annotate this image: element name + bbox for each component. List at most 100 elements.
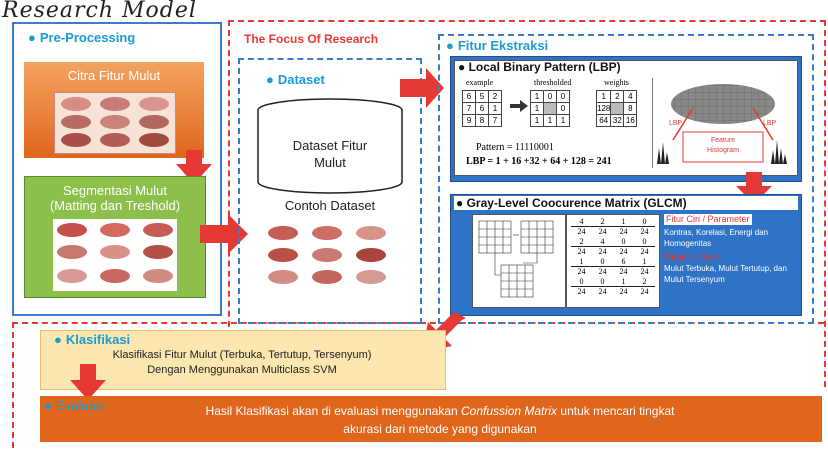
klasifikasi-title: ●Klasifikasi [54, 332, 131, 347]
database-icon [257, 98, 403, 194]
evaluasi-box [40, 396, 822, 442]
mouth-image [61, 97, 91, 111]
threshold-arrow-icon [510, 100, 528, 112]
lbp-visual: LBP LBP Feature Histogram [652, 78, 793, 168]
fraction-numerator: 1 [621, 217, 626, 226]
target-title: Target / Class [664, 252, 720, 262]
fraction-denominator: 24 [613, 226, 634, 236]
klasifikasi-box [40, 330, 446, 390]
bullet-icon: ● [266, 72, 274, 87]
mouth-image [139, 133, 169, 147]
focus-title: The Focus Of Research [244, 32, 379, 46]
preprocessing-panel [12, 22, 222, 316]
fraction-denominator: 24 [592, 286, 613, 296]
grid-cell: 0 [556, 90, 570, 103]
mouth-image [57, 269, 87, 283]
evaluasi-text: Hasil Klasifikasi akan di evaluasi mengg… [205, 404, 675, 436]
citra-label: Citra Fitur Mulut [67, 68, 161, 83]
contoh-dataset-label: Contoh Dataset [284, 198, 376, 213]
mouth-image [143, 269, 173, 283]
grid-cell: 8 [623, 102, 638, 115]
segmentasi-label-2: (Matting dan Treshold) [49, 198, 181, 213]
fraction-numerator: 4 [600, 237, 605, 246]
grid-cell [543, 102, 557, 115]
preprocessing-title: ●Pre-Processing [28, 30, 136, 45]
citra-images [54, 92, 176, 154]
fraction-numerator: 0 [600, 257, 605, 266]
grid-cell: 0 [543, 90, 557, 103]
grid-cell: 2 [488, 90, 502, 103]
mouth-image [139, 115, 169, 129]
mouth-image [100, 97, 130, 111]
segmentasi-box: Segmentasi Mulut (Matting dan Treshold) [24, 176, 206, 298]
fraction-numerator: 0 [642, 217, 647, 226]
lbp-title: ● Local Binary Pattern (LBP) [458, 60, 621, 74]
fraction-numerator: 1 [621, 277, 626, 286]
mouth-image [312, 270, 342, 284]
fraction-numerator: 0 [579, 277, 584, 286]
dataset-panel [238, 58, 422, 324]
mouth-grid-image [657, 84, 787, 164]
grid-cell: 1 [543, 114, 557, 127]
mouth-image [100, 245, 130, 259]
grid-cell: 9 [462, 114, 476, 127]
fraction-numerator: 0 [642, 237, 647, 246]
page-title: Research Model [2, 0, 197, 23]
glcm-diagram [472, 214, 566, 308]
grid-cell: 128 [595, 102, 612, 115]
grid-cell: 32 [610, 114, 625, 127]
fraction-denominator: 24 [634, 286, 655, 296]
mouth-image [61, 133, 91, 147]
arrow-down-icon [70, 364, 106, 400]
fraction-numerator: 2 [579, 237, 584, 246]
mouth-image [61, 115, 91, 129]
bullet-icon: ● [446, 38, 454, 53]
lbp-label-right: LBP [763, 120, 777, 127]
grid-cell: 1 [556, 114, 570, 127]
bullet-icon: ● [456, 196, 464, 210]
lbp-col-thresholded: thresholded [534, 78, 572, 87]
mouth-image [100, 133, 130, 147]
fraction-denominator: 24 [571, 286, 592, 296]
fraction-numerator: 1 [642, 257, 647, 266]
grid-cell: 1 [488, 102, 502, 115]
grid-cell: 64 [595, 114, 612, 127]
feature-histogram-label: Feature Histogram [707, 137, 739, 154]
mouth-image [356, 248, 386, 262]
mouth-image [57, 245, 87, 259]
lbp-col-weights: weights [604, 78, 629, 87]
grid-cell: 6 [462, 90, 476, 103]
mouth-image [100, 269, 130, 283]
grid-cell: 1 [530, 102, 544, 115]
lbp-col-example: example [466, 78, 494, 87]
glcm-matrix-diagram [478, 220, 554, 298]
bullet-icon: ● [28, 30, 36, 45]
fitur-panel [438, 34, 814, 324]
fraction-denominator: 24 [571, 226, 592, 236]
grid-cell: 4 [623, 90, 638, 103]
bullet-icon: ● [458, 60, 466, 74]
fraction-numerator: 2 [642, 277, 647, 286]
mouth-image [143, 223, 173, 237]
mouth-image [356, 226, 386, 240]
param-text: Kontras, Korelasi, Energi dan Homogenita… [664, 228, 769, 248]
grid-cell: 0 [556, 102, 570, 115]
glcm-param-box: Fitur Ciri / Parameter Kontras, Korelasi… [664, 214, 794, 306]
mouth-image [100, 115, 130, 129]
fraction-numerator: 0 [600, 277, 605, 286]
bullet-icon: ● [44, 398, 52, 413]
segmentasi-label-1: Segmentasi Mulut [62, 183, 168, 198]
grid-cell: 1 [530, 114, 544, 127]
citra-box: Citra Fitur Mulut [24, 62, 204, 158]
dataset-images [268, 222, 394, 288]
fraction-denominator: 24 [592, 246, 613, 256]
